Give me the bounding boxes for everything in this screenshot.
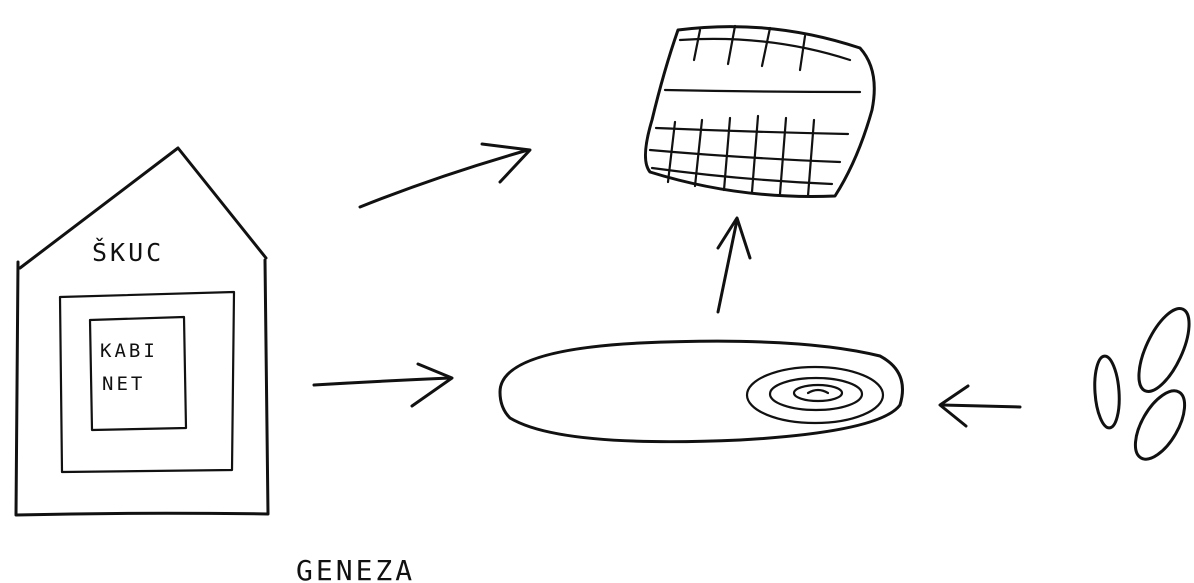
diagram-caption: GENEZA (296, 554, 415, 583)
arrow-up-icon (718, 218, 750, 312)
arrow-to-ellipse-icon (314, 364, 452, 406)
house-sketch-icon: ŠKUC KABI NET (16, 148, 268, 515)
arrow-from-seeds-icon (940, 386, 1020, 426)
house-label: ŠKUC (92, 237, 164, 267)
arrow-to-pillow-icon (360, 144, 530, 207)
seeds-sketch-icon (1093, 302, 1194, 467)
oval-with-spiral-sketch-icon (500, 341, 903, 441)
cabinet-label-line2: NET (102, 373, 145, 395)
cushion-sketch-icon (645, 26, 874, 197)
cabinet-label-line1: KABI (100, 340, 158, 362)
